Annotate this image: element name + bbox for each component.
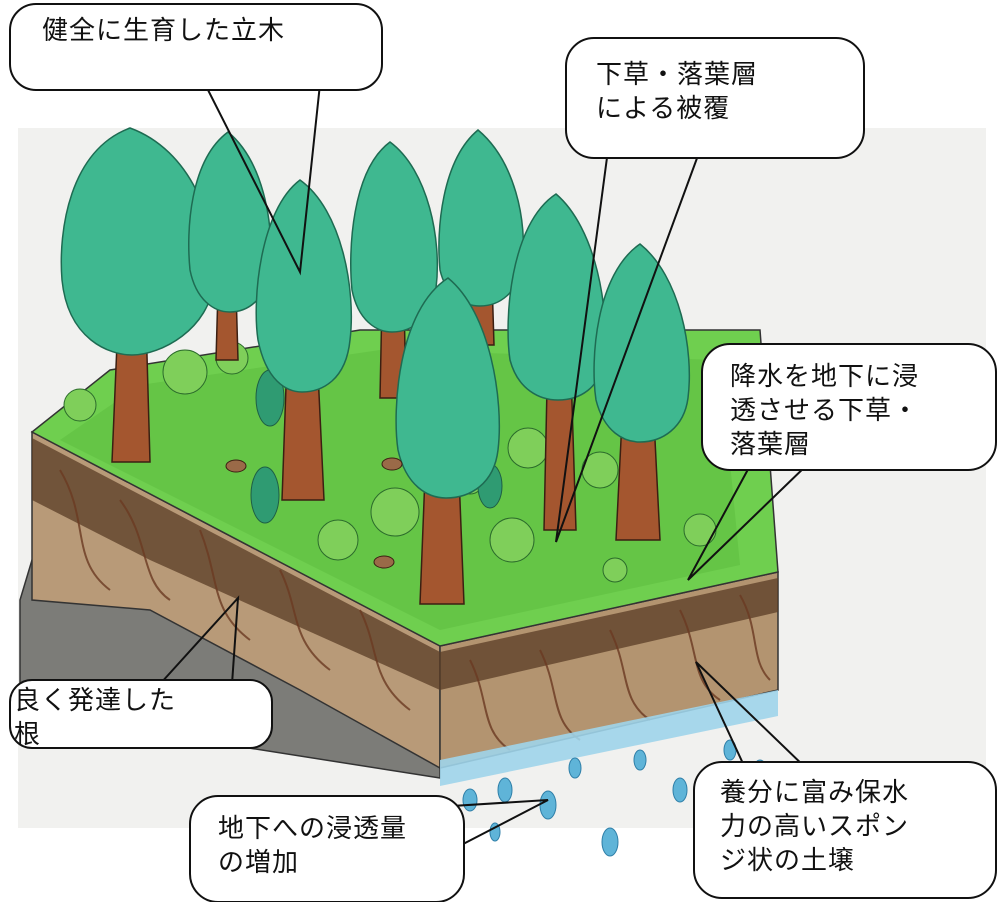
label-roots: 良く発達した 根 (14, 686, 177, 750)
callout-box-groundwater (189, 795, 465, 902)
leader-ground-cover (555, 149, 701, 543)
callout-box-roots (9, 679, 273, 749)
humus-band-right (440, 578, 778, 690)
leader-lines (159, 83, 811, 857)
label-groundwater: 地下への浸透量 の増加 (218, 814, 408, 878)
callout-box-trees (9, 3, 383, 91)
label-soil: 養分に富み保水 力の高いスポン ジ状の土壌 (720, 778, 910, 876)
understory-shrubs (63, 341, 717, 583)
label-ground-cover: 下草・落葉層 による被覆 (596, 60, 759, 124)
leader-trees (204, 83, 321, 276)
callout-bubbles (9, 3, 997, 902)
leader-groundwater (419, 799, 549, 857)
tree-stumps (225, 457, 403, 569)
callout-box-soil (693, 761, 997, 899)
leader-soil (695, 661, 809, 771)
label-infiltration-layer: 降水を地下に浸 透させる下草・ 落葉層 (730, 362, 920, 460)
humus-band-left (32, 438, 440, 690)
callout-box-ground-cover (565, 37, 865, 159)
groundwater-band (440, 690, 778, 786)
leader-infiltration (687, 461, 811, 581)
tree-crowns (60, 127, 691, 499)
callout-box-infiltration (701, 343, 997, 471)
leader-roots (159, 595, 240, 685)
small-conifers (250, 369, 503, 524)
label-trees: 健全に生育した立木 (42, 16, 286, 46)
forest-floor (30, 329, 779, 647)
